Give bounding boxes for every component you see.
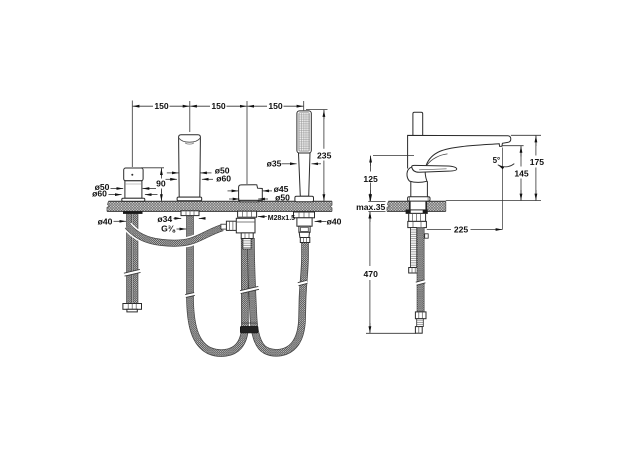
svg-text:ø50: ø50 [275,192,290,202]
svg-text:175: 175 [530,157,545,167]
svg-text:470: 470 [364,269,379,279]
svg-text:ø50: ø50 [95,182,110,192]
svg-text:225: 225 [454,224,469,234]
svg-text:ø40: ø40 [327,216,342,226]
svg-text:ø35: ø35 [267,158,282,168]
svg-text:ø60: ø60 [92,189,107,199]
svg-text:G⅜: G⅜ [161,224,176,234]
svg-text:150: 150 [211,101,226,111]
svg-text:90: 90 [156,179,166,189]
svg-text:ø50: ø50 [215,166,230,176]
svg-text:ø45: ø45 [274,184,289,194]
svg-text:M28x1.5: M28x1.5 [268,215,295,222]
svg-text:150: 150 [268,101,283,111]
svg-text:ø34: ø34 [157,214,172,224]
svg-text:ø40: ø40 [98,217,113,227]
svg-text:125: 125 [363,174,378,184]
svg-text:5°: 5° [493,156,501,165]
svg-text:150: 150 [154,101,169,111]
svg-text:235: 235 [317,150,332,160]
svg-text:max.35: max.35 [356,202,385,212]
svg-text:ø60: ø60 [216,174,231,184]
svg-text:145: 145 [514,168,529,178]
